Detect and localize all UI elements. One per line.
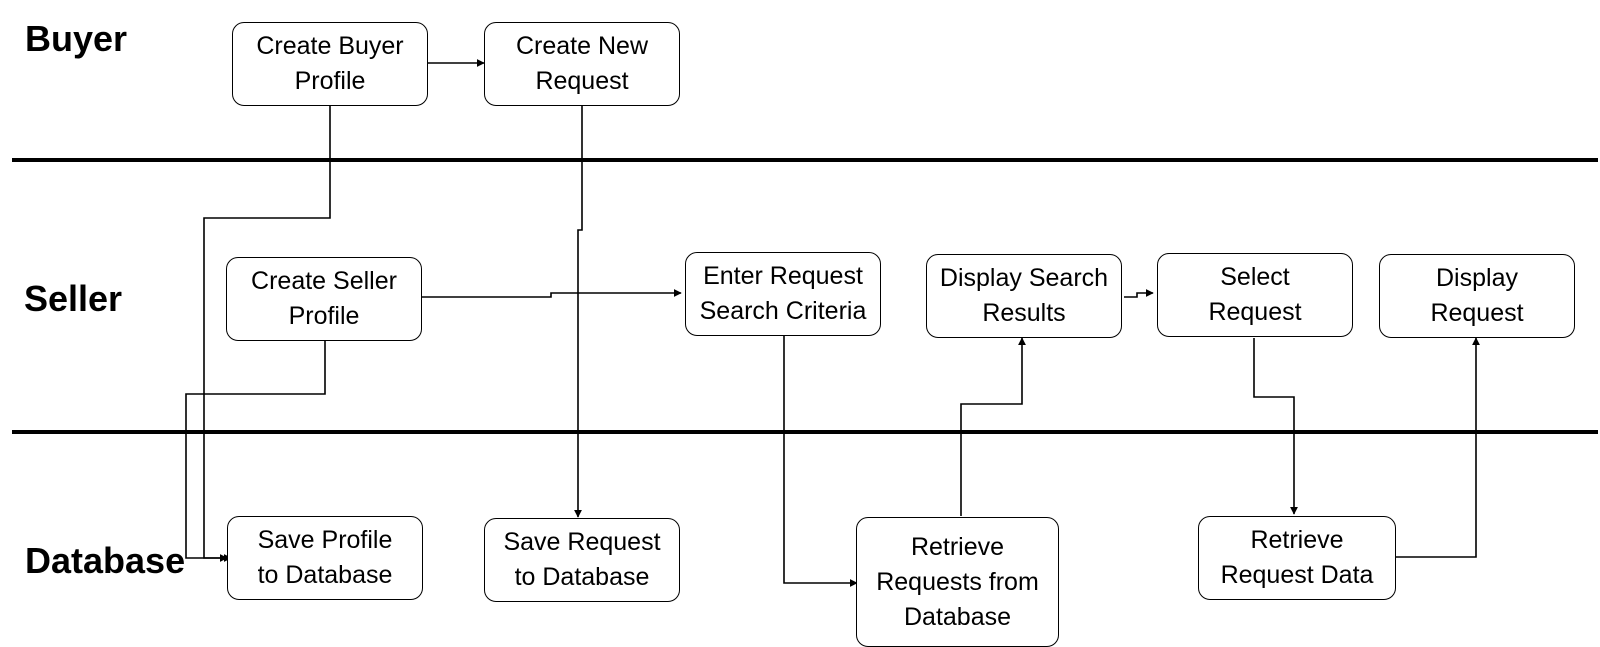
lane-label-seller: Seller <box>24 278 123 319</box>
lane-label-database: Database <box>25 540 186 581</box>
node-save-request-to-database-label: Save Request to Database <box>503 528 661 591</box>
arrow-retrieve-data-to-display-request <box>1396 337 1480 558</box>
arrow-retrieve-requests-to-search-results <box>960 337 1026 516</box>
node-display-search-results-label: Display Search Results <box>939 264 1109 327</box>
arrow-seller-profile-to-search-criteria <box>422 289 682 298</box>
node-save-profile-to-database: Save Profile to Database <box>227 516 423 600</box>
arrow-search-criteria-to-retrieve-requests <box>783 336 858 587</box>
node-enter-request-search-criteria-label: Enter Request Search Criteria <box>699 262 867 325</box>
arrow-select-request-to-retrieve-data <box>1253 338 1298 515</box>
node-select-request-label: Select Request <box>1208 263 1302 326</box>
lane-label-buyer: Buyer <box>25 18 128 59</box>
node-create-seller-profile: Create Seller Profile <box>226 257 422 341</box>
node-create-buyer-profile-label: Create Buyer Profile <box>256 32 404 95</box>
node-retrieve-requests-from-database-label: Retrieve Requests from Database <box>876 532 1039 631</box>
node-create-buyer-profile: Create Buyer Profile <box>232 22 428 106</box>
node-display-search-results: Display Search Results <box>926 254 1122 338</box>
node-enter-request-search-criteria: Enter Request Search Criteria <box>685 252 881 336</box>
arrow-seller-profile-to-save-profile <box>185 341 326 562</box>
node-create-seller-profile-label: Create Seller Profile <box>251 267 397 330</box>
arrow-search-results-to-select-request <box>1124 289 1154 298</box>
node-save-request-to-database: Save Request to Database <box>484 518 680 602</box>
node-display-request-label: Display Request <box>1430 264 1524 327</box>
arrow-new-request-to-save-request <box>574 106 583 518</box>
node-create-new-request-label: Create New Request <box>516 32 648 95</box>
node-create-new-request: Create New Request <box>484 22 680 106</box>
node-retrieve-requests-from-database: Retrieve Requests from Database <box>856 517 1059 647</box>
node-display-request: Display Request <box>1379 254 1575 338</box>
node-select-request: Select Request <box>1157 253 1353 337</box>
node-retrieve-request-data-label: Retrieve Request Data <box>1220 526 1374 589</box>
node-retrieve-request-data: Retrieve Request Data <box>1198 516 1396 600</box>
node-save-profile-to-database-label: Save Profile to Database <box>257 526 393 589</box>
